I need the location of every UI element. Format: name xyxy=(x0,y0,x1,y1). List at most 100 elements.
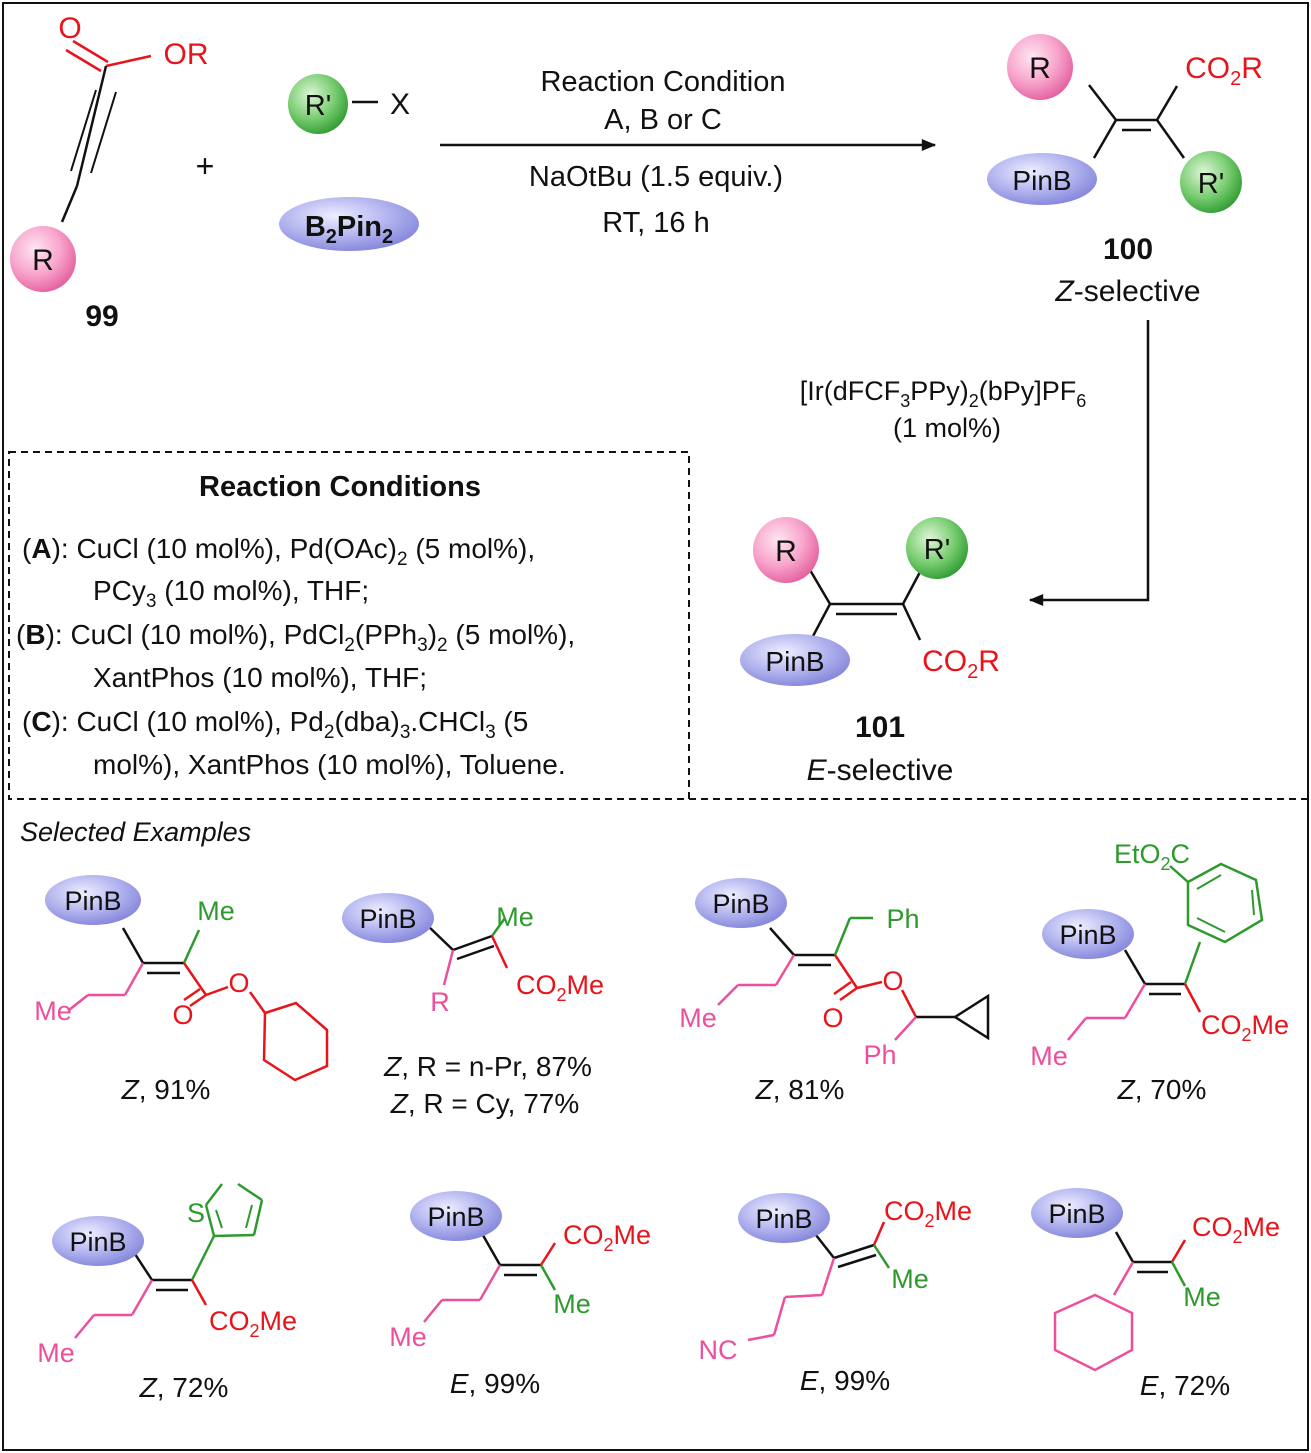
plus-sign: + xyxy=(196,148,215,184)
pinb-label: PinB xyxy=(64,886,121,916)
reagent-b2pin2: B2Pin2 xyxy=(279,197,419,251)
methyl-label: Me xyxy=(34,996,72,1026)
halide-label: X xyxy=(390,88,410,121)
pinb-label: PinB xyxy=(765,646,824,677)
product-101: R R' PinB CO2R 101 E-selective xyxy=(740,517,1000,787)
conditions-title: Reaction Conditions xyxy=(199,471,481,503)
co2r-label: CO2R xyxy=(922,645,1000,683)
pinb-label: PinB xyxy=(1012,165,1071,196)
nitrile-label: NC xyxy=(699,1335,738,1365)
example-2-yield-2: Z, R = Cy, 77% xyxy=(390,1088,580,1119)
carbonyl-o: O xyxy=(172,1000,193,1030)
methyl-label: Me xyxy=(891,1264,929,1294)
pinb-oval xyxy=(740,634,850,686)
example-7: PinB CO2Me Me NC E, 99% xyxy=(699,1193,972,1396)
co2me-label: CO2Me xyxy=(516,970,604,1005)
rprime-ball xyxy=(288,74,348,134)
example-8-yield: E, 72% xyxy=(1140,1370,1230,1401)
methyl-label: Me xyxy=(389,1322,427,1352)
example-3-yield: Z, 81% xyxy=(755,1074,845,1105)
carbonyl-o: O xyxy=(822,1003,843,1033)
r-group-label: R xyxy=(32,244,54,277)
compound-99: O OR R 99 xyxy=(10,12,209,333)
ester-carbonyl-o: O xyxy=(58,12,81,45)
rprime-label: R' xyxy=(305,90,331,122)
example-2: PinB Me R CO2Me Z, R = n-Pr, 87% Z, R = … xyxy=(342,893,604,1119)
pinb-label: PinB xyxy=(755,1204,812,1234)
condition-a-line-1: (A): CuCl (10 mol%), Pd(OAc)2 (5 mol%), xyxy=(22,533,535,570)
example-3: PinB Ph Me O O Ph Z, 81% xyxy=(679,878,990,1105)
r-group-label: R xyxy=(1029,52,1051,85)
sulfur-label: S xyxy=(187,1198,205,1228)
methyl-label: Me xyxy=(553,1289,591,1319)
pinb-oval xyxy=(1042,909,1134,959)
phenyl-label: Ph xyxy=(886,904,919,934)
example-5-yield: Z, 72% xyxy=(139,1372,229,1403)
condition-line-2: A, B or C xyxy=(604,104,722,136)
pinb-label: PinB xyxy=(1048,1199,1105,1229)
example-7-yield: E, 99% xyxy=(800,1365,890,1396)
example-8: PinB CO2Me Me E, 72% xyxy=(1031,1188,1280,1401)
co2me-label: CO2Me xyxy=(209,1306,297,1341)
pinb-oval xyxy=(1031,1188,1123,1238)
condition-line-3: NaOtBu (1.5 equiv.) xyxy=(529,161,783,193)
r-group-ball xyxy=(10,226,76,292)
co2r-label: CO2R xyxy=(1185,52,1263,90)
methyl-label: Me xyxy=(679,1003,717,1033)
isomerization-arrow xyxy=(1028,320,1150,606)
condition-b-line-1: (B): CuCl (10 mol%), PdCl2(PPh3)2 (5 mol… xyxy=(16,619,575,656)
methyl-label: Me xyxy=(1030,1041,1068,1071)
methyl-label: Me xyxy=(37,1338,75,1368)
conditions-text: Reaction Conditions (A): CuCl (10 mol%),… xyxy=(16,471,575,780)
pinb-oval xyxy=(52,1216,144,1266)
ester-or: OR xyxy=(164,38,209,71)
example-6-yield: E, 99% xyxy=(450,1368,540,1399)
rprime-label: R' xyxy=(924,534,950,566)
example-4: PinB EtO2C CO2Me Me Z, 70% xyxy=(1030,839,1289,1105)
product-101-label: 101 xyxy=(855,711,905,744)
pinb-oval xyxy=(342,893,434,943)
condition-c-line-1: (C): CuCl (10 mol%), Pd2(dba)3.CHCl3 (5 xyxy=(22,706,528,743)
r-label: R xyxy=(430,987,450,1017)
condition-line-4: RT, 16 h xyxy=(602,207,709,239)
pinb-oval xyxy=(987,153,1097,205)
compound-99-label: 99 xyxy=(85,300,118,333)
r-group-ball xyxy=(1007,34,1073,100)
phenyl-label: Ph xyxy=(863,1040,896,1070)
pinb-label: PinB xyxy=(427,1202,484,1232)
pinb-oval xyxy=(738,1193,830,1243)
pinb-oval xyxy=(695,878,787,928)
ester-o: O xyxy=(228,968,249,998)
pinb-label: PinB xyxy=(359,904,416,934)
b2pin2-label: B2Pin2 xyxy=(305,211,393,248)
methyl-label: Me xyxy=(197,896,235,926)
b2pin2-oval xyxy=(279,197,419,251)
r-group-ball xyxy=(753,517,819,583)
example-6: PinB CO2Me Me Me E, 99% xyxy=(389,1191,651,1399)
product-101-selectivity: E-selective xyxy=(807,754,954,787)
product-100-selectivity: Z-selective xyxy=(1054,275,1200,308)
condition-b-line-2: XantPhos (10 mol%), THF; xyxy=(93,662,427,693)
r-group-label: R xyxy=(775,535,797,568)
photocatalyst-line-2: (1 mol%) xyxy=(893,413,1001,443)
rprime-ball xyxy=(906,517,968,579)
example-2-yield-1: Z, R = n-Pr, 87% xyxy=(383,1051,592,1082)
product-100: R CO2R PinB R' 100 Z-selective xyxy=(987,34,1263,308)
pinb-label: PinB xyxy=(69,1227,126,1257)
co2me-label: CO2Me xyxy=(1192,1212,1280,1247)
co2me-label: CO2Me xyxy=(563,1220,651,1255)
methyl-label: Me xyxy=(1183,1282,1221,1312)
example-5: PinB S CO2Me Me Z, 72% xyxy=(37,1182,297,1403)
condition-line-1: Reaction Condition xyxy=(540,66,785,98)
pinb-label: PinB xyxy=(712,889,769,919)
ester-o: O xyxy=(882,966,903,996)
co2me-label: CO2Me xyxy=(884,1196,972,1231)
conditions-box xyxy=(8,451,690,800)
co2me-label: CO2Me xyxy=(1201,1010,1289,1045)
pinb-oval xyxy=(410,1191,502,1241)
pinb-label: PinB xyxy=(1059,920,1116,950)
eto2c-label: EtO2C xyxy=(1114,839,1190,874)
condition-c-line-2: mol%), XantPhos (10 mol%), Toluene. xyxy=(93,749,566,780)
